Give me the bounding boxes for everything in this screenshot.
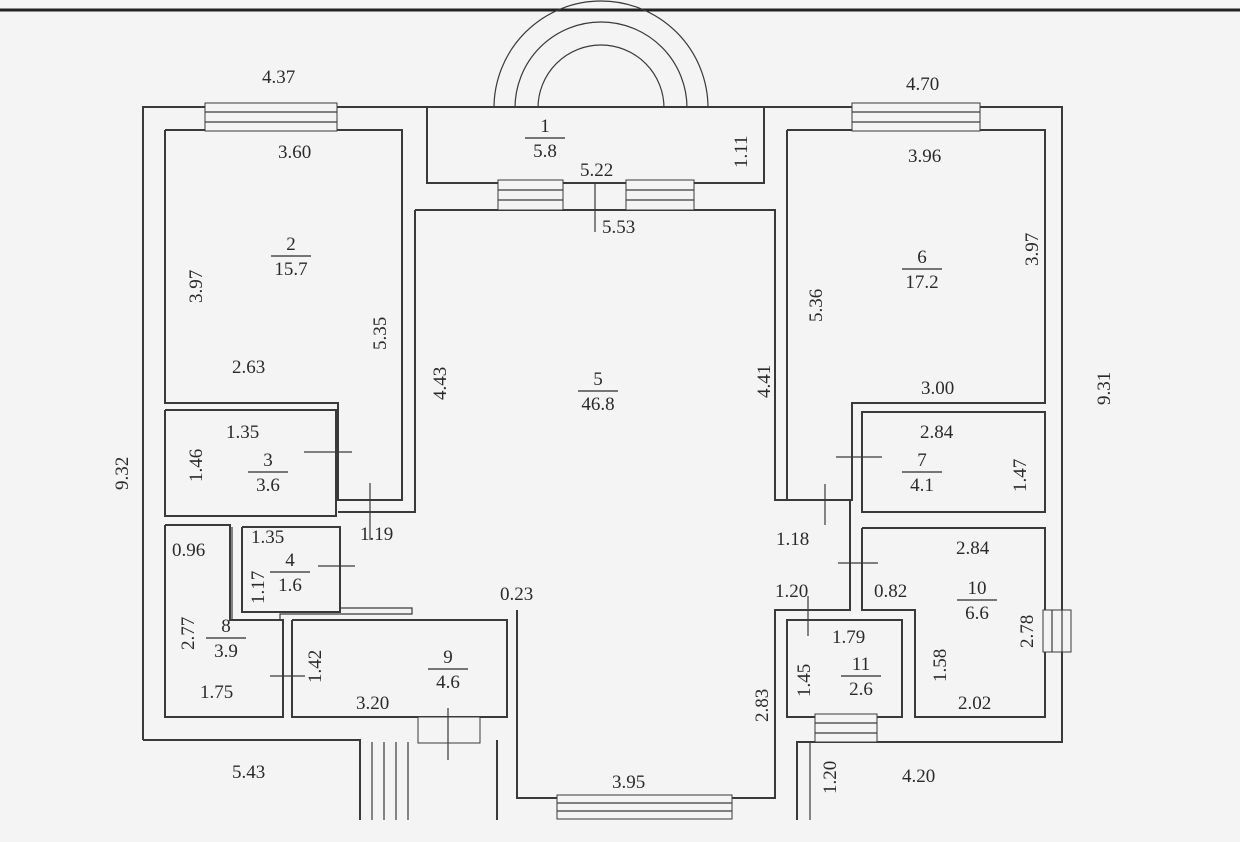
dim-r8-bottom: 1.75 — [200, 682, 233, 703]
dim-r10-bottom: 2.02 — [958, 693, 991, 714]
room-number: 7 — [917, 450, 927, 471]
dimension-labels: 4.37 4.70 1.11 5.22 5.53 3.60 3.97 5.35 … — [112, 67, 1115, 794]
dim-r7-right: 1.47 — [1010, 459, 1031, 492]
dim-bottom-right-step: 1.20 — [820, 761, 841, 794]
room-label-3: 33.6 — [248, 450, 288, 496]
dim-r4-left: 1.17 — [248, 571, 269, 604]
room-number: 2 — [286, 234, 296, 255]
room-area: 3.9 — [214, 641, 238, 662]
dim-r2-left: 3.97 — [186, 270, 207, 303]
room-area: 5.8 — [533, 141, 557, 162]
dim-r9-wall: 0.23 — [500, 584, 533, 605]
room-area: 1.6 — [278, 575, 302, 596]
dim-r11-top: 1.79 — [832, 627, 865, 648]
room-area: 15.7 — [274, 259, 307, 280]
room-area: 4.6 — [436, 672, 460, 693]
door-marks — [270, 183, 882, 760]
room-number: 3 — [263, 450, 273, 471]
room-label-8: 83.9 — [206, 616, 246, 662]
room-8-walls — [164, 524, 284, 718]
dim-r5-top: 5.53 — [602, 217, 635, 238]
dim-r6-left: 5.36 — [806, 289, 827, 322]
dim-r10-inner: 1.58 — [930, 649, 951, 682]
dim-r8-top: 0.96 — [172, 540, 205, 561]
room-number: 8 — [221, 616, 231, 637]
dim-r6-right: 3.97 — [1022, 233, 1043, 266]
dim-bottom-right-outer: 4.20 — [902, 766, 935, 787]
room-label-11: 112.6 — [841, 654, 881, 700]
dim-top-right-outer: 4.70 — [906, 74, 939, 95]
dim-r2-top: 3.60 — [278, 142, 311, 163]
dim-r2-bottom: 2.63 — [232, 357, 265, 378]
room-label-6: 617.2 — [902, 247, 942, 293]
room-area: 6.6 — [965, 603, 989, 624]
dim-r5-lower-right: 2.83 — [752, 689, 773, 722]
dim-r10-right: 2.78 — [1017, 615, 1038, 648]
room-number: 10 — [968, 578, 987, 599]
room-number: 6 — [917, 247, 927, 268]
bay-window — [493, 0, 709, 109]
room-number: 4 — [285, 550, 295, 571]
room-label-7: 74.1 — [902, 450, 942, 496]
dim-outer-left: 9.32 — [112, 457, 133, 490]
room-area: 46.8 — [581, 394, 614, 415]
room-10-walls — [861, 527, 1046, 718]
dim-r11-door: 1.20 — [775, 581, 808, 602]
room-label-10: 106.6 — [957, 578, 997, 624]
dim-r3-left: 1.46 — [186, 449, 207, 482]
room-3-walls — [164, 409, 337, 517]
dim-r2-right: 5.35 — [370, 317, 391, 350]
room-label-1: 15.8 — [525, 116, 565, 162]
room-number: 9 — [443, 647, 453, 668]
dim-top-left-outer: 4.37 — [262, 67, 295, 88]
dim-r5-left: 4.43 — [430, 367, 451, 400]
dim-r5-right: 4.41 — [754, 365, 775, 398]
dim-r10-left: 0.82 — [874, 581, 907, 602]
room-2-walls — [164, 129, 403, 501]
dim-r5-bottom: 3.95 — [612, 772, 645, 793]
room-number: 1 — [540, 116, 550, 137]
dim-r6-door: 1.18 — [776, 529, 809, 550]
room-5-walls — [415, 209, 851, 799]
room-area: 2.6 — [849, 679, 873, 700]
dim-r4-top: 1.35 — [251, 527, 284, 548]
dim-r1-height: 1.11 — [731, 135, 752, 168]
entrance-steps — [371, 742, 811, 820]
room-label-2: 215.7 — [271, 234, 311, 280]
dim-r8-right: 1.42 — [305, 650, 326, 683]
dim-r7-top: 2.84 — [920, 422, 954, 443]
room-label-9: 94.6 — [428, 647, 468, 693]
dim-r3-top: 1.35 — [226, 422, 259, 443]
dim-r9-bottom: 3.20 — [356, 693, 389, 714]
room-6-walls — [786, 129, 1046, 501]
dim-r2-door: 1.19 — [360, 524, 393, 545]
dim-bottom-left-outer: 5.43 — [232, 762, 265, 783]
dim-r1-to-r5-top: 5.22 — [580, 160, 613, 181]
dim-r10-top: 2.84 — [956, 538, 990, 559]
room-9-walls — [291, 619, 508, 718]
room-area: 3.6 — [256, 475, 280, 496]
room-5-left-wall — [338, 210, 416, 513]
dim-outer-right: 9.31 — [1094, 372, 1115, 405]
windows — [204, 102, 1072, 820]
room-label-5: 546.8 — [578, 369, 618, 415]
room-area: 4.1 — [910, 475, 934, 496]
dim-r8-left: 2.77 — [178, 617, 199, 650]
dim-r11-left: 1.45 — [794, 664, 815, 697]
room-area: 17.2 — [905, 272, 938, 293]
room-label-4: 41.6 — [270, 550, 310, 596]
room-number: 11 — [852, 654, 870, 675]
dim-r6-top: 3.96 — [908, 146, 941, 167]
room-number: 5 — [593, 369, 603, 390]
room-4-walls — [241, 526, 341, 613]
dim-r6-bottom: 3.00 — [921, 378, 954, 399]
room-7-walls — [861, 411, 1046, 513]
